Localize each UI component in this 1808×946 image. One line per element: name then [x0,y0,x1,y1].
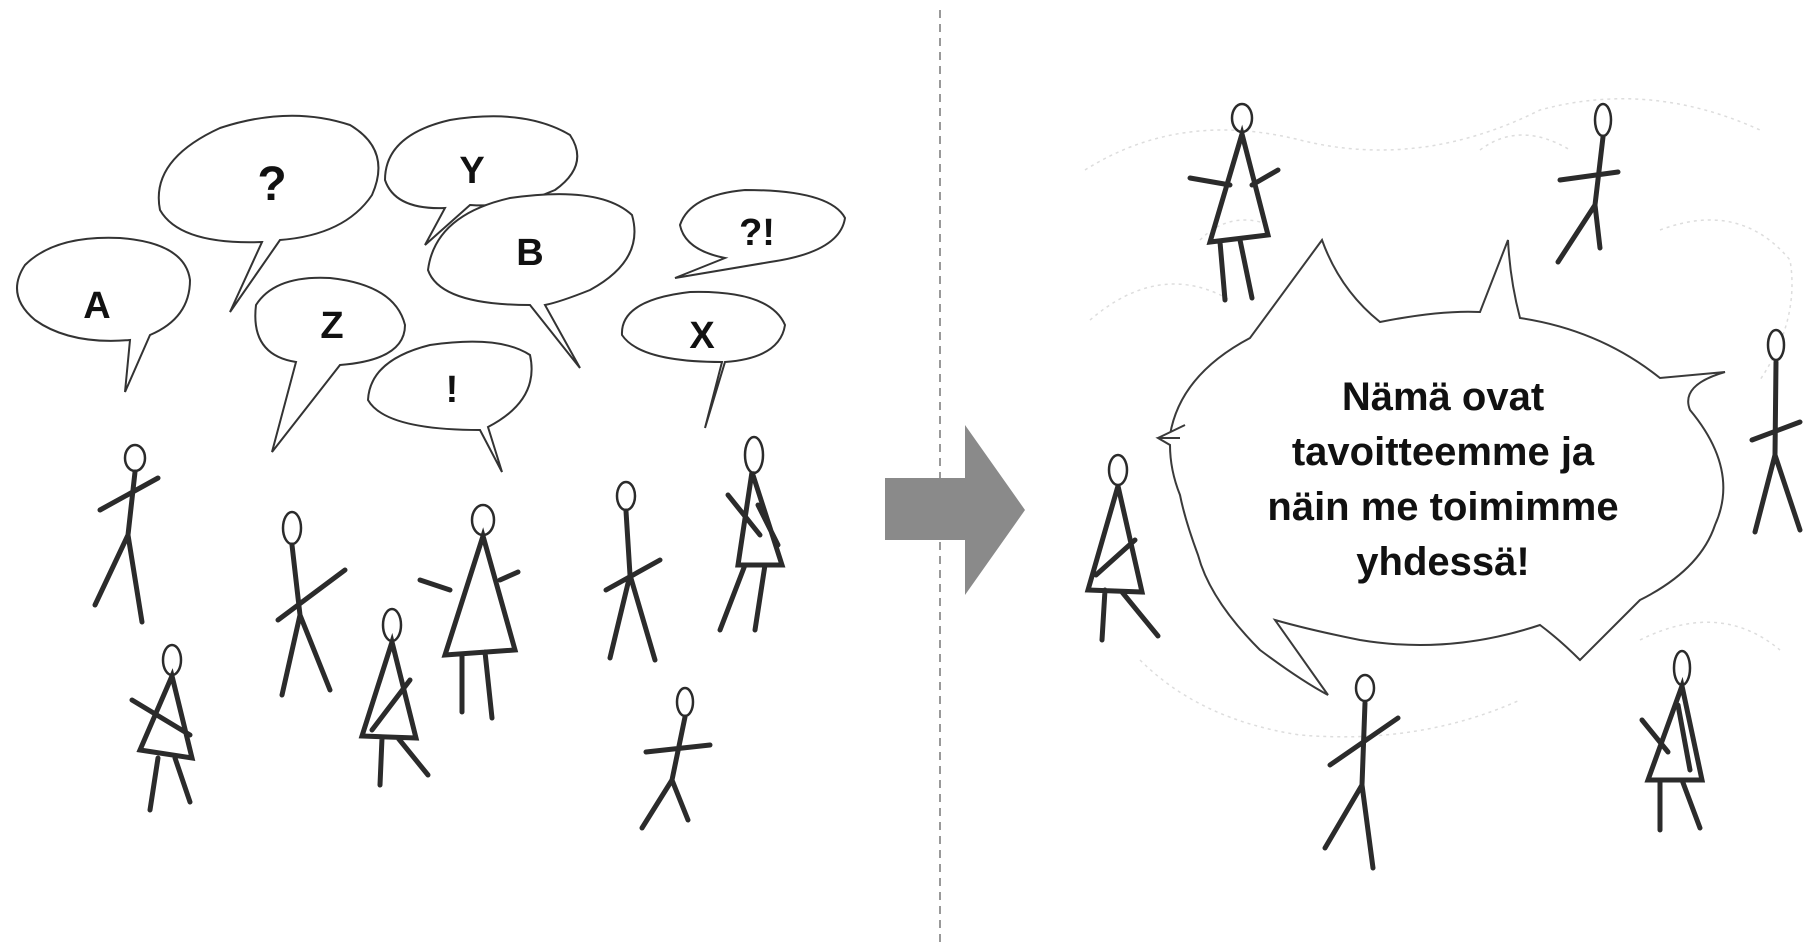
stick-figure-12 [1084,453,1161,643]
central-speech-bubble [1155,237,1726,696]
stick-figure-10 [1555,102,1621,265]
bubble-spike-left [1157,424,1186,439]
left-panel: A ? Y Z B ?! ! [16,114,847,831]
speech-bubble-exclamation: ! [366,340,533,473]
speech-bubble-a: A [16,236,192,393]
right-panel: Nämä ovat tavoitteemme ja näin me toimim… [1084,98,1803,871]
message-line-2: tavoitteemme ja [1292,430,1595,474]
stick-figure-4 [358,607,431,788]
stick-figure-7 [717,435,786,633]
stick-figure-13 [1322,673,1401,871]
speech-bubble-x: X [620,290,787,429]
stick-figure-9 [1187,102,1281,303]
speech-bubble-b: B [426,193,636,369]
bubble-label-b: B [516,232,543,274]
stick-figure-1 [92,443,161,625]
bubble-label-x: X [689,315,715,357]
bubble-label-exclaim-question: ?! [739,212,775,254]
bubble-label-a: A [83,285,110,327]
message-line-3: näin me toimimme [1267,485,1618,529]
stick-figure-14 [1639,649,1706,833]
stick-figure-5 [417,503,521,721]
stick-figure-6 [603,480,663,663]
speech-bubble-exclaim-question: ?! [674,188,847,279]
stick-figure-11 [1749,328,1803,535]
bubble-label-z: Z [320,305,343,347]
speech-bubble-z: Z [254,276,407,453]
stick-figure-8 [639,686,713,831]
bubble-label-exclamation: ! [446,369,459,411]
message-line-1: Nämä ovat [1342,375,1544,419]
speech-bubble-question: ? [157,114,380,313]
stick-figure-3 [275,510,348,698]
right-arrow-icon [885,425,1025,595]
message-line-4: yhdessä! [1356,540,1529,584]
bubble-label-question: ? [257,158,286,211]
stick-figure-2 [129,643,196,813]
background-sketch [1084,98,1793,738]
bubble-label-y: Y [459,150,484,192]
